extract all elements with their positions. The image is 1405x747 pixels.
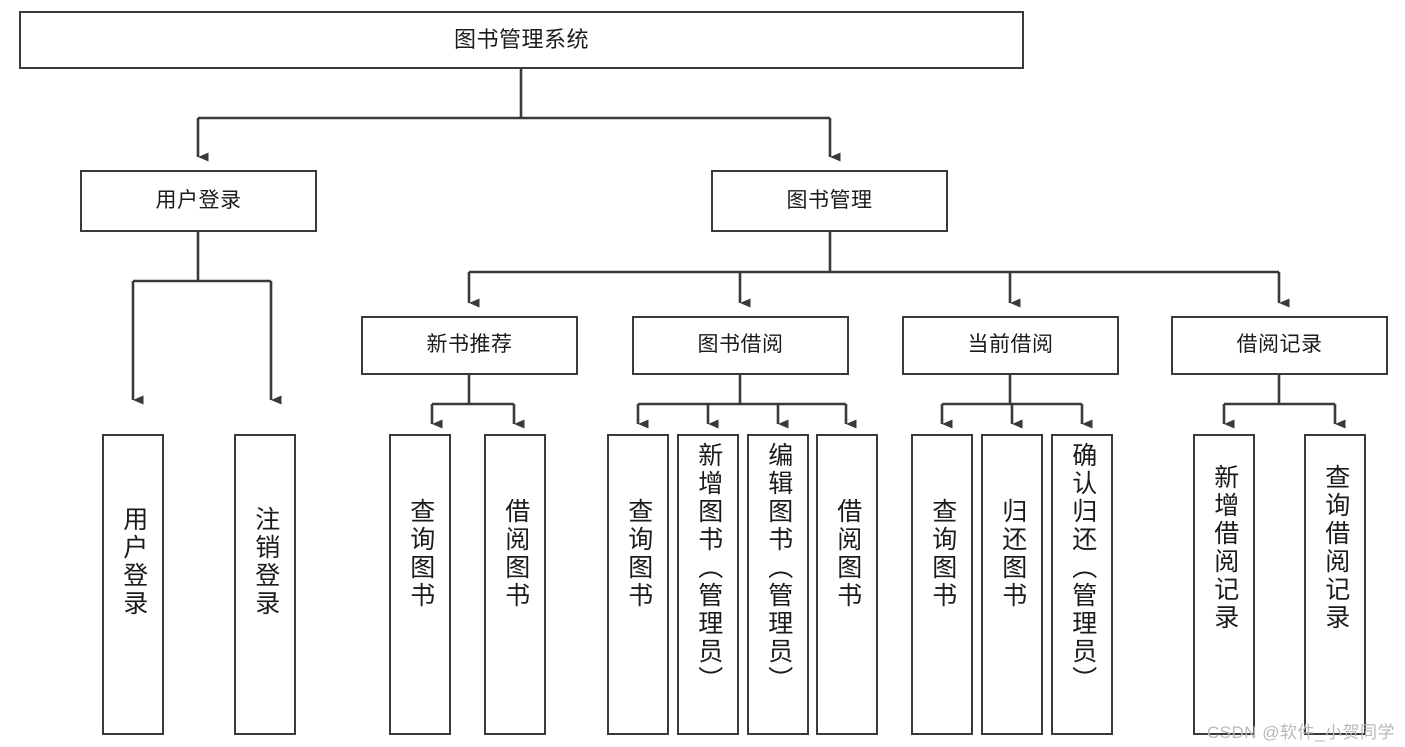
node-user-login[interactable]: 用户登录 [80,170,317,232]
node-book-borrow-label: 图书借阅 [697,333,784,357]
node-leaf-borrow-book-1-label: 借阅图书 [501,498,530,610]
node-leaf-query-book-1[interactable]: 查询图书 [389,434,451,735]
node-leaf-user-login[interactable]: 用户登录 [102,434,164,735]
csdn-watermark: CSDN @软件_小贺同学 [1206,723,1395,742]
node-user-login-label: 用户登录 [155,188,242,212]
node-root-label: 图书管理系统 [453,27,589,53]
node-new-book-recommend-label: 新书推荐 [426,333,513,357]
node-leaf-borrow-book-2-label: 借阅图书 [833,498,862,610]
node-leaf-query-book-1-label: 查询图书 [406,498,435,610]
node-root[interactable]: 图书管理系统 [19,11,1024,69]
node-leaf-query-record-label: 查询借阅记录 [1321,464,1350,632]
node-leaf-user-logout-label: 注销登录 [251,506,280,618]
node-leaf-add-book[interactable]: 新增图书（管理员） [677,434,739,735]
node-leaf-query-record[interactable]: 查询借阅记录 [1304,434,1366,735]
node-leaf-user-login-label: 用户登录 [119,506,148,618]
node-book-borrow[interactable]: 图书借阅 [632,316,849,375]
node-current-borrow-label: 当前借阅 [967,333,1054,357]
node-book-manage[interactable]: 图书管理 [711,170,948,232]
node-leaf-confirm-return[interactable]: 确认归还（管理员） [1051,434,1113,735]
node-leaf-edit-book[interactable]: 编辑图书（管理员） [747,434,809,735]
node-borrow-record-label: 借阅记录 [1236,333,1323,357]
node-book-manage-label: 图书管理 [786,188,873,212]
node-leaf-return-book-label: 归还图书 [998,498,1027,610]
node-leaf-add-book-label: 新增图书（管理员） [694,442,723,694]
node-leaf-query-book-2[interactable]: 查询图书 [607,434,669,735]
node-leaf-add-record[interactable]: 新增借阅记录 [1193,434,1255,735]
node-leaf-add-record-label: 新增借阅记录 [1210,464,1239,632]
node-leaf-query-book-3-label: 查询图书 [928,498,957,610]
node-leaf-query-book-2-label: 查询图书 [624,498,653,610]
node-leaf-query-book-3[interactable]: 查询图书 [911,434,973,735]
node-leaf-confirm-return-label: 确认归还（管理员） [1068,442,1097,694]
node-current-borrow[interactable]: 当前借阅 [902,316,1119,375]
node-borrow-record[interactable]: 借阅记录 [1171,316,1388,375]
node-leaf-borrow-book-1[interactable]: 借阅图书 [484,434,546,735]
node-leaf-borrow-book-2[interactable]: 借阅图书 [816,434,878,735]
node-leaf-user-logout[interactable]: 注销登录 [234,434,296,735]
node-leaf-edit-book-label: 编辑图书（管理员） [764,442,793,694]
node-new-book-recommend[interactable]: 新书推荐 [361,316,578,375]
node-leaf-return-book[interactable]: 归还图书 [981,434,1043,735]
